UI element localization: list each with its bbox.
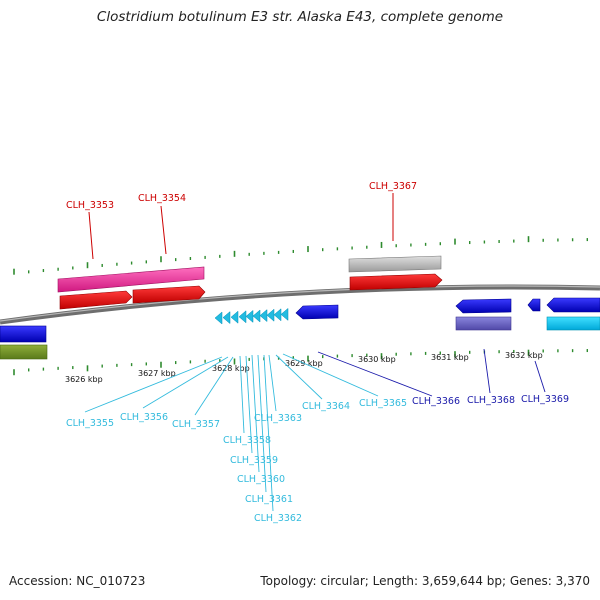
gene-label-clh-3359[interactable]: CLH_3359 bbox=[230, 455, 278, 466]
scale-label: 3627 kbp bbox=[138, 369, 176, 378]
gene-label-clh-3358[interactable]: CLH_3358 bbox=[223, 435, 271, 446]
gene-clh-3367-feature[interactable] bbox=[348, 255, 442, 273]
gene-clh-3353-feature[interactable] bbox=[57, 266, 205, 293]
cyan-gene-arrow[interactable] bbox=[259, 309, 268, 323]
gene-label-clh-3355[interactable]: CLH_3355 bbox=[66, 418, 114, 429]
gene-label-clh-3363[interactable]: CLH_3363 bbox=[254, 413, 302, 424]
gene-clh-3367-cds[interactable] bbox=[349, 273, 443, 291]
gene-clh-3353-cds[interactable] bbox=[59, 290, 133, 310]
scale-label: 3630 kbp bbox=[358, 355, 396, 364]
leader-line bbox=[88, 211, 94, 260]
gene-label-clh-3357[interactable]: CLH_3357 bbox=[172, 419, 220, 430]
gene-label-clh-3362[interactable]: CLH_3362 bbox=[254, 513, 302, 524]
cyan-gene-arrow[interactable] bbox=[273, 308, 282, 322]
gene-label-clh-3369[interactable]: CLH_3369 bbox=[521, 394, 569, 405]
cyan-gene-arrow[interactable] bbox=[245, 309, 254, 323]
cyan-gene-arrow[interactable] bbox=[214, 311, 223, 325]
scale-label: 3631 kbp bbox=[431, 353, 469, 362]
cyan-gene-cluster bbox=[214, 307, 289, 325]
gene-left-edge-cds[interactable] bbox=[0, 325, 47, 343]
cyan-gene-arrow[interactable] bbox=[266, 308, 275, 322]
gene-label-clh-3356[interactable]: CLH_3356 bbox=[120, 412, 168, 423]
gene-clh-3366-cds[interactable] bbox=[295, 304, 339, 320]
gene-clh-3354-cds[interactable] bbox=[132, 285, 206, 304]
cyan-gene-arrow[interactable] bbox=[230, 310, 239, 324]
gene-clh-3368-feature[interactable] bbox=[455, 316, 512, 331]
gene-label-clh-3361[interactable]: CLH_3361 bbox=[245, 494, 293, 505]
genome-title: Clostridium botulinum E3 str. Alaska E43… bbox=[96, 9, 504, 25]
gene-label-clh-3366[interactable]: CLH_3366 bbox=[412, 396, 460, 407]
gene-left-edge-feature[interactable] bbox=[0, 344, 48, 360]
scale-labels: 3626 kbp 3627 kbp 3628 kbp 3629 kbp 3630… bbox=[65, 351, 543, 384]
cyan-gene-arrow[interactable] bbox=[238, 310, 247, 324]
genome-backbone bbox=[0, 284, 600, 325]
cyan-gene-arrow[interactable] bbox=[252, 309, 261, 323]
gene-clh-3368-cds[interactable] bbox=[455, 298, 512, 314]
scale-label: 3632 kbp bbox=[505, 351, 543, 360]
gene-label-clh-3364[interactable]: CLH_3364 bbox=[302, 401, 350, 412]
scale-label: 3626 kbp bbox=[65, 375, 103, 384]
gene-right-edge-feature[interactable] bbox=[546, 316, 600, 331]
gene-right-edge-cds[interactable] bbox=[546, 297, 600, 313]
gene-label-clh-3360[interactable]: CLH_3360 bbox=[237, 474, 285, 485]
scale-label: 3628 kbp bbox=[212, 364, 250, 373]
leader-line bbox=[160, 205, 167, 255]
genome-backbone-highlight bbox=[0, 285, 600, 322]
gene-clh-3369-cds[interactable] bbox=[527, 298, 541, 312]
gene-label-clh-3353[interactable]: CLH_3353 bbox=[66, 200, 114, 211]
genome-summary-text: Topology: circular; Length: 3,659,644 bp… bbox=[260, 574, 590, 588]
cyan-gene-arrow[interactable] bbox=[280, 307, 289, 321]
gene-label-clh-3368[interactable]: CLH_3368 bbox=[467, 395, 515, 406]
top-gene-labels: CLH_3353 CLH_3354 CLH_3367 bbox=[66, 181, 417, 211]
accession-text: Accession: NC_010723 bbox=[9, 574, 146, 588]
top-label-leaders bbox=[88, 193, 394, 260]
outer-tick-ring bbox=[13, 236, 588, 275]
gene-label-clh-3354[interactable]: CLH_3354 bbox=[138, 193, 186, 204]
gene-label-clh-3367[interactable]: CLH_3367 bbox=[369, 181, 417, 192]
cyan-gene-arrow[interactable] bbox=[222, 311, 231, 325]
bottom-label-leaders bbox=[84, 348, 546, 512]
gene-label-clh-3365[interactable]: CLH_3365 bbox=[359, 398, 407, 409]
bottom-gene-labels: CLH_3355 CLH_3356 CLH_3357 CLH_3358 CLH_… bbox=[66, 394, 569, 524]
